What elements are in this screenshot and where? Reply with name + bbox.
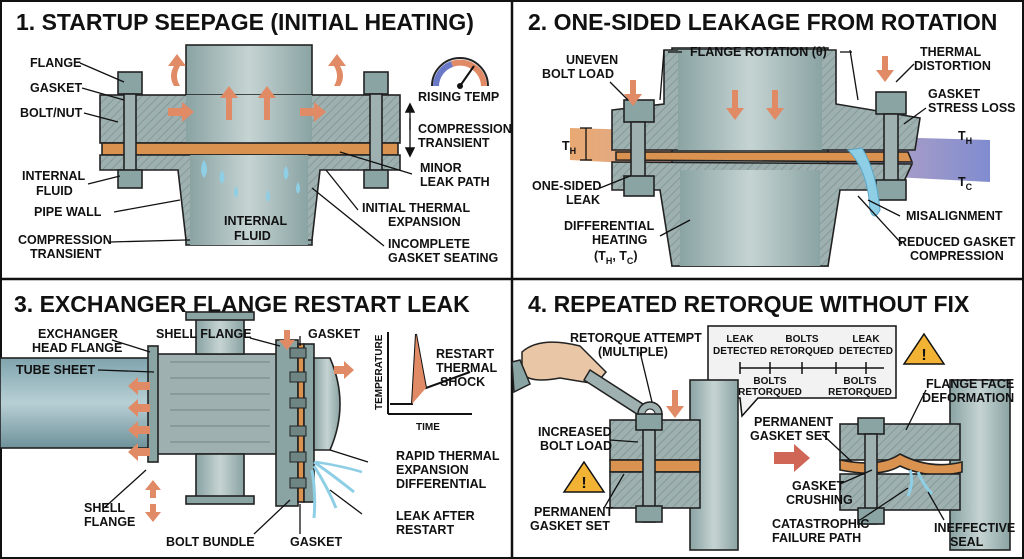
- label-reduced-gasket-1: REDUCED GASKET: [898, 235, 1016, 249]
- label-incomplete-seating-1: INCOMPLETE: [388, 237, 470, 251]
- label-compression-transient-right-1: COMPRESSION: [418, 122, 512, 136]
- timeline-top-1-l1: BOLTS: [785, 334, 818, 345]
- label-shell-flange-bottom-2: FLANGE: [84, 515, 135, 529]
- label-restart-1: RESTART: [436, 347, 494, 361]
- temperature-gauge-icon: [431, 57, 489, 89]
- label-leak-after-2: RESTART: [396, 523, 454, 537]
- label-gasket-top: GASKET: [308, 327, 360, 341]
- timeline-bottom-1-l1: BOLTS: [843, 376, 876, 387]
- label-permanent-left-2: GASKET SET: [530, 519, 610, 533]
- timeline-top-2-l1: LEAK: [852, 334, 880, 345]
- label-increased-2: BOLT LOAD: [540, 439, 612, 453]
- timeline-top-0-l2: DETECTED: [713, 346, 767, 357]
- label-retorque-2: (MULTIPLE): [598, 345, 668, 359]
- label-catastrophic-1: CATASTROPHIC: [772, 517, 869, 531]
- label-thermal-distortion-2: DISTORTION: [914, 59, 991, 73]
- label-rapid-1: RAPID THERMAL: [396, 449, 500, 463]
- panel-1: 1. STARTUP SEEPAGE (INITIAL HEATING): [16, 9, 512, 265]
- label-rapid-2: EXPANSION: [396, 463, 469, 477]
- label-gasket-bottom: GASKET: [290, 535, 342, 549]
- panel-1-title: 1. STARTUP SEEPAGE (INITIAL HEATING): [16, 9, 474, 35]
- label-rising-temp: RISING TEMP: [418, 90, 499, 104]
- label-initial-thermal-1: INITIAL THERMAL: [362, 201, 470, 215]
- timeline-top-0-l1: LEAK: [726, 334, 754, 345]
- axis-time: TIME: [416, 422, 440, 433]
- label-flange-face-2: DEFORMATION: [922, 391, 1014, 405]
- label-exchanger-head-2: HEAD FLANGE: [32, 341, 122, 355]
- label-flange-face-1: FLANGE FACE: [926, 377, 1014, 391]
- svg-text:!: !: [581, 475, 586, 492]
- label-initial-thermal-2: EXPANSION: [388, 215, 461, 229]
- panel-2-title: 2. ONE-SIDED LEAKAGE FROM ROTATION: [528, 9, 997, 35]
- label-th-left: TH: [562, 139, 576, 156]
- label-gasket-crushing-1: GASKET: [792, 479, 844, 493]
- label-ineffective-1: INEFFECTIVE: [934, 521, 1015, 535]
- axis-temperature: TEMPERATURE: [374, 334, 385, 410]
- label-tc-right: TC: [958, 175, 973, 192]
- label-permanent-right-2: GASKET SET: [750, 429, 830, 443]
- label-restart-3: SHOCK: [440, 375, 485, 389]
- label-diff-heating-1: DIFFERENTIAL: [564, 219, 655, 233]
- label-gasket-stress-1: GASKET: [928, 87, 980, 101]
- label-compression-transient-left-2: TRANSIENT: [30, 247, 102, 261]
- label-shell-flange-bottom-1: SHELL: [84, 501, 125, 515]
- warning-icon: !: [562, 460, 606, 493]
- label-compression-transient-left-1: COMPRESSION: [18, 233, 112, 247]
- label-pipe-wall: PIPE WALL: [34, 205, 102, 219]
- restart-temperature-chart: [387, 332, 472, 415]
- label-diff-heating-2: HEATING: [592, 233, 647, 247]
- label-gasket: GASKET: [30, 81, 82, 95]
- svg-text:!: !: [921, 347, 926, 364]
- label-internal-fluid-left-1: INTERNAL: [22, 169, 86, 183]
- label-tube-sheet: TUBE SHEET: [16, 363, 96, 377]
- label-incomplete-seating-2: GASKET SEATING: [388, 251, 498, 265]
- label-internal-fluid-center-1: INTERNAL: [224, 214, 288, 228]
- label-compression-transient-right-2: TRANSIENT: [418, 136, 490, 150]
- label-internal-fluid-left-2: FLUID: [36, 184, 73, 198]
- label-flange-rotation: FLANGE ROTATION (θ): [690, 45, 827, 59]
- label-gasket-stress-2: STRESS LOSS: [928, 101, 1016, 115]
- label-thermal-distortion-1: THERMAL: [920, 45, 981, 59]
- label-flange: FLANGE: [30, 56, 81, 70]
- label-permanent-left-1: PERMANENT: [534, 505, 614, 519]
- label-minor-leak-path-1: MINOR: [420, 161, 462, 175]
- label-ineffective-2: SEAL: [950, 535, 984, 549]
- label-leak-after-1: LEAK AFTER: [396, 509, 475, 523]
- panel-3: 3. EXCHANGER FLANGE RESTART LEAK: [0, 291, 500, 549]
- panel-4-title: 4. REPEATED RETORQUE WITHOUT FIX: [528, 291, 970, 317]
- label-gasket-crushing-2: CRUSHING: [786, 493, 853, 507]
- label-bolt-nut: BOLT/NUT: [20, 106, 83, 120]
- label-rapid-3: DIFFERENTIAL: [396, 477, 487, 491]
- label-minor-leak-path-2: LEAK PATH: [420, 175, 490, 189]
- label-misalignment: MISALIGNMENT: [906, 209, 1003, 223]
- panel-4: 4. REPEATED RETORQUE WITHOUT FIX ! !: [511, 291, 1015, 551]
- label-one-sided-2: LEAK: [566, 193, 600, 207]
- label-reduced-gasket-2: COMPRESSION: [910, 249, 1004, 263]
- timeline-bottom-0-l2: RETORQUED: [738, 387, 802, 398]
- label-restart-2: THERMAL: [436, 361, 497, 375]
- label-shell-flange-top: SHELL FLANGE: [156, 327, 252, 341]
- label-catastrophic-2: FAILURE PATH: [772, 531, 861, 545]
- label-th-right: TH: [958, 129, 972, 146]
- timeline-bottom-0-l1: BOLTS: [753, 376, 786, 387]
- label-retorque-1: RETORQUE ATTEMPT: [570, 331, 702, 345]
- label-one-sided-1: ONE-SIDED: [532, 179, 601, 193]
- panel-2: 2. ONE-SIDED LEAKAGE FROM ROTATION: [528, 9, 1016, 267]
- warning-icon: !: [902, 332, 946, 365]
- label-exchanger-head-1: EXCHANGER: [38, 327, 118, 341]
- label-internal-fluid-center-2: FLUID: [234, 229, 271, 243]
- timeline-bottom-1-l2: RETORQUED: [828, 387, 892, 398]
- label-bolt-bundle: BOLT BUNDLE: [166, 535, 255, 549]
- timeline-top-1-l2: RETORQUED: [770, 346, 834, 357]
- timeline-top-2-l2: DETECTED: [839, 346, 893, 357]
- label-permanent-right-1: PERMANENT: [754, 415, 834, 429]
- label-diff-heating-3: (TH, TC): [594, 249, 638, 266]
- label-uneven-2: BOLT LOAD: [542, 67, 614, 81]
- label-uneven-1: UNEVEN: [566, 53, 618, 67]
- label-increased-1: INCREASED: [538, 425, 612, 439]
